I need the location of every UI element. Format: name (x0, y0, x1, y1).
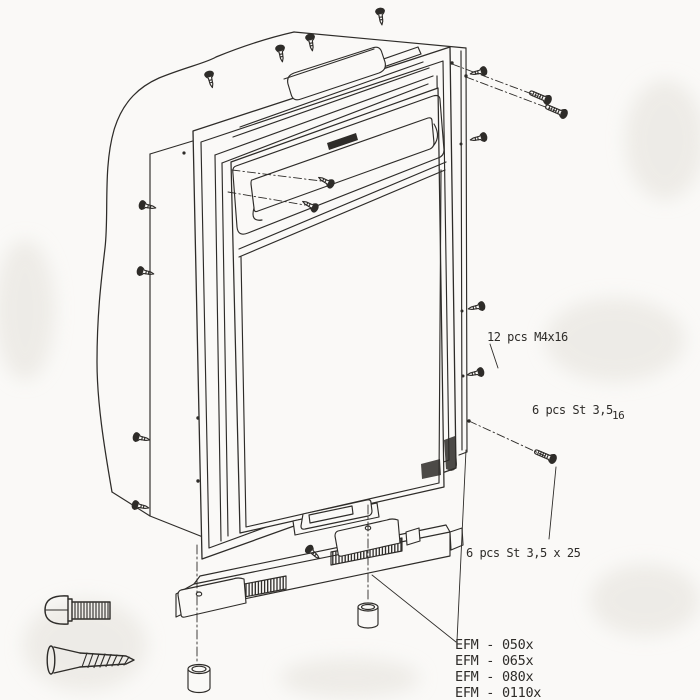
roller-curves (252, 123, 439, 221)
callout-panel-screws: 6 pcs St 3,5 (532, 403, 613, 417)
guide-lines (196, 63, 557, 664)
refrigerator-body (230, 46, 457, 536)
door-latch (292, 499, 380, 536)
vent-slot (327, 133, 358, 150)
parts-list-item: EFM - 080x (455, 669, 533, 685)
hinge-blocks (421, 436, 457, 479)
cabinet-left-bottom-edge (111, 491, 151, 517)
leader-m4-label (489, 343, 499, 369)
foot-left (187, 663, 211, 694)
parts-list-item: EFM - 065x (455, 653, 533, 669)
fridge-top-housing (287, 46, 386, 101)
cabinet-right-inner-line (460, 50, 463, 451)
callout-grille-screws: 6 pcs St 3,5 x 25 (466, 546, 581, 560)
cabinet-break-edge (96, 31, 295, 493)
annotations: 12 pcs M4x16 6 pcs St 3,5 16 6 pcs St 3,… (455, 330, 625, 700)
callout-frame-screws: 12 pcs M4x16 (487, 330, 568, 344)
control-panel-recess (232, 94, 445, 235)
cabinet-top-back-edge (293, 31, 467, 49)
grille-end-clip (405, 527, 421, 546)
screw-detail-machine (44, 595, 111, 625)
leader-parts-list (371, 449, 467, 643)
frame-lip-left (214, 154, 229, 542)
frame-lip-top (214, 75, 434, 164)
vent-grille-assembly (175, 518, 464, 694)
mounting-bracket-left (177, 577, 247, 618)
parts-list: EFM - 050x EFM - 065x EFM - 080x EFM - 0… (455, 637, 542, 700)
trajectory-right-mid (468, 420, 546, 457)
cabinet-front-right-corner (458, 47, 468, 456)
parts-list-item: EFM - 050x (455, 637, 533, 653)
trajectory-recess (227, 169, 322, 206)
leader-st35-label (548, 466, 557, 540)
foot-right (357, 602, 379, 629)
grille-end-flange (449, 527, 464, 551)
fridge-front-face (230, 87, 445, 534)
screw-detail-tapping (46, 645, 135, 675)
trajectory-top-right (451, 63, 557, 112)
fridge-top-housing-line (283, 48, 375, 80)
door-top-edges (238, 161, 447, 258)
scan-artifacts (0, 80, 700, 698)
parts-list-item: EFM - 0110x (455, 685, 541, 700)
cabinet-top-front-edge (149, 139, 197, 155)
fridge-top-edges (232, 61, 430, 138)
callout-panel-screws-size: 16 (612, 409, 624, 422)
